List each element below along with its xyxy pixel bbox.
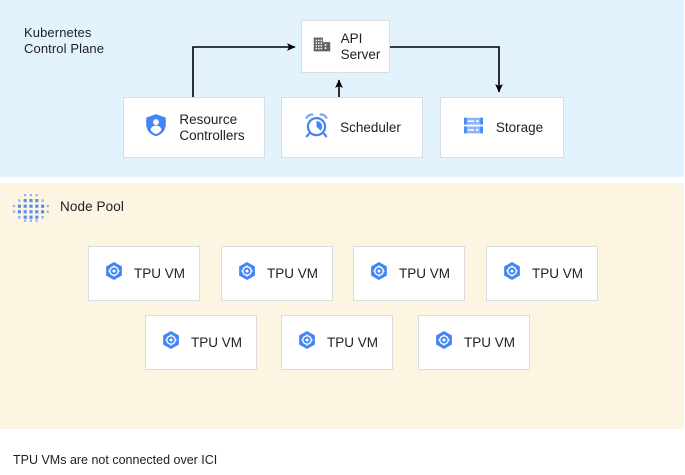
shield-user-icon [143,112,169,143]
node-pool-panel [0,183,684,429]
tpu-hexagon-icon [236,260,258,287]
tpu-hexagon-icon [368,260,390,287]
api-server-box[interactable]: API Server [301,20,390,73]
tpu-vm-box[interactable]: TPU VM [353,246,465,301]
tpu-vm-box[interactable]: TPU VM [281,315,393,370]
storage-label: Storage [495,119,544,135]
tpu-vm-label: TPU VM [266,265,318,281]
caption-text: TPU VMs are not connected over ICI [13,453,218,467]
tpu-vm-label: TPU VM [531,265,583,281]
tpu-hexagon-icon [433,329,455,356]
tpu-vm-box[interactable]: TPU VM [145,315,257,370]
storage-box[interactable]: Storage [440,97,564,158]
tpu-hexagon-icon [501,260,523,287]
tpu-vm-label: TPU VM [463,334,515,350]
server-rack-icon [461,113,486,143]
resource-controllers-label: Resource Controllers [179,111,245,143]
tpu-vm-box[interactable]: TPU VM [418,315,530,370]
tpu-vm-box[interactable]: TPU VM [486,246,598,301]
resource-controllers-box[interactable]: Resource Controllers [123,97,265,158]
api-server-label: API Server [340,30,381,62]
tpu-vm-box[interactable]: TPU VM [221,246,333,301]
scheduler-label: Scheduler [340,119,401,135]
tpu-vm-label: TPU VM [326,334,378,350]
tpu-vm-label: TPU VM [398,265,450,281]
tpu-hexagon-icon [296,329,318,356]
tpu-hexagon-icon [103,260,125,287]
tpu-vm-label: TPU VM [133,265,185,281]
node-pool-title: Node Pool [60,199,124,214]
scheduler-box[interactable]: Scheduler [281,97,423,158]
tpu-vm-label: TPU VM [190,334,242,350]
tpu-hexagon-icon [160,329,182,356]
dot-grid-icon [11,192,51,224]
control-plane-title: Kubernetes Control Plane [24,25,105,56]
tpu-vm-box[interactable]: TPU VM [88,246,200,301]
alarm-clock-icon [303,112,330,144]
office-building-icon [311,33,333,60]
